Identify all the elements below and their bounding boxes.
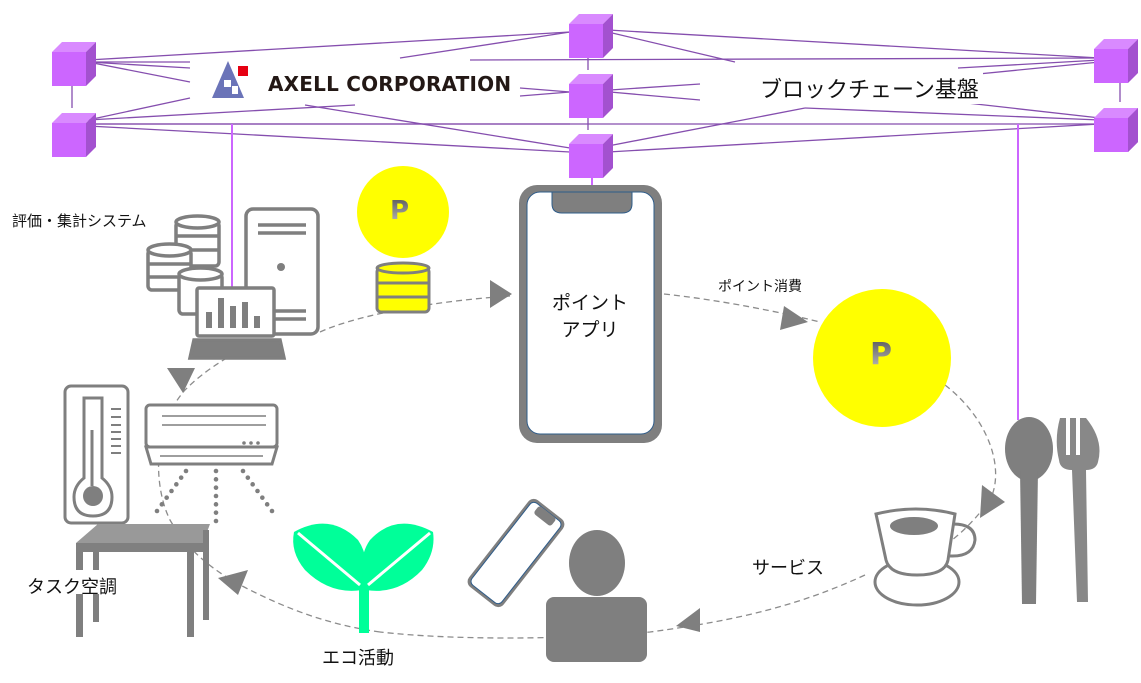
task-hvac-label: タスク空調 <box>27 577 117 598</box>
airflow-dot <box>183 468 189 474</box>
link <box>87 125 571 153</box>
coin-stack-icon <box>375 261 431 314</box>
airflow-dot <box>154 508 160 514</box>
airflow-dot <box>213 477 219 482</box>
cube-icon <box>52 42 96 86</box>
point-coin-letter: P <box>390 196 410 226</box>
link <box>304 104 571 149</box>
point-consumption-coin-letter: P <box>870 337 892 372</box>
axell-logo-icon <box>212 61 248 98</box>
airflow-dot <box>169 488 174 494</box>
air-conditioner-icon <box>143 403 280 466</box>
airflow-dot <box>178 475 184 480</box>
link <box>804 107 1101 121</box>
point-coin-icon <box>357 166 449 258</box>
airflow-dot <box>213 468 219 474</box>
person-icon <box>546 530 647 662</box>
airflow-dots <box>154 468 275 524</box>
cube-icon <box>569 74 613 118</box>
arrow-to-system <box>167 368 195 393</box>
evaluation-system-icon-group <box>146 207 320 360</box>
link <box>519 91 571 97</box>
airflow-dot <box>213 493 219 499</box>
arrow-to-service <box>980 485 1005 518</box>
arrow-to-eco <box>218 570 248 595</box>
link <box>87 61 191 83</box>
link <box>607 31 736 63</box>
flow-segment <box>944 384 997 546</box>
coffee-cup-icon <box>873 507 977 607</box>
link <box>607 29 1101 59</box>
link <box>609 91 701 101</box>
link <box>609 83 701 91</box>
airflow-dot <box>269 508 275 514</box>
spoon-icon <box>1005 417 1053 604</box>
airflow-dot <box>213 510 219 515</box>
airflow-dot <box>240 468 246 474</box>
brand-name: AXELL CORPORATION <box>266 72 514 96</box>
airflow-dot <box>164 495 169 500</box>
flow-segment <box>379 574 866 639</box>
point-app-label-line2: アプリ <box>561 319 619 341</box>
airflow-dot <box>255 488 260 494</box>
link <box>957 101 1101 119</box>
link <box>607 123 1101 153</box>
cube-icon <box>1094 108 1138 152</box>
cube-icon <box>1094 39 1138 83</box>
point-app-label-line1: ポイント <box>551 292 628 314</box>
arrow-to-consume <box>780 306 808 330</box>
laptop-chart-icon <box>187 286 287 360</box>
flow-segment <box>663 293 821 323</box>
flow-segment <box>157 355 381 633</box>
smartphone-icon[interactable] <box>519 185 662 443</box>
link <box>87 104 356 121</box>
evaluation-system-label: 評価・集計システム <box>12 212 147 230</box>
link <box>399 31 571 59</box>
airflow-dot <box>213 502 219 507</box>
airflow-dot <box>159 502 165 507</box>
cube-icon <box>52 113 96 157</box>
arrow-to-app <box>490 280 512 308</box>
blockchain-title: ブロックチェーン基盤 <box>756 72 983 104</box>
blockchain-links <box>71 29 1121 153</box>
link <box>87 31 571 61</box>
airflow-dot <box>213 518 219 524</box>
cube-icon <box>569 14 613 58</box>
point-app-label[interactable]: ポイント アプリ <box>540 290 640 344</box>
blockchain-nodes <box>52 14 1138 178</box>
hvac-label-backdrop <box>24 570 128 594</box>
eco-activity-label: エコ活動 <box>322 648 394 669</box>
airflow-dot <box>250 482 255 487</box>
point-coin-icon <box>813 289 951 427</box>
link <box>87 97 191 121</box>
arrow-to-user <box>676 608 700 632</box>
point-consumption-label: ポイント消費 <box>718 279 802 295</box>
service-label: サービス <box>752 558 824 579</box>
link <box>607 107 806 147</box>
airflow-dot <box>174 482 179 487</box>
airflow-dot <box>213 485 219 490</box>
cube-icon <box>569 134 613 178</box>
airflow-dot <box>245 475 251 480</box>
link <box>519 87 571 93</box>
link <box>957 59 1101 69</box>
airflow-dot <box>260 495 265 500</box>
sprout-icon <box>293 523 434 633</box>
thermometer-icon <box>63 384 130 525</box>
link <box>469 57 1101 61</box>
flow-arrows <box>167 280 1005 632</box>
smartphone-icon <box>467 498 565 608</box>
link <box>87 61 191 69</box>
fork-icon <box>1056 418 1100 602</box>
airflow-dot <box>264 502 270 507</box>
